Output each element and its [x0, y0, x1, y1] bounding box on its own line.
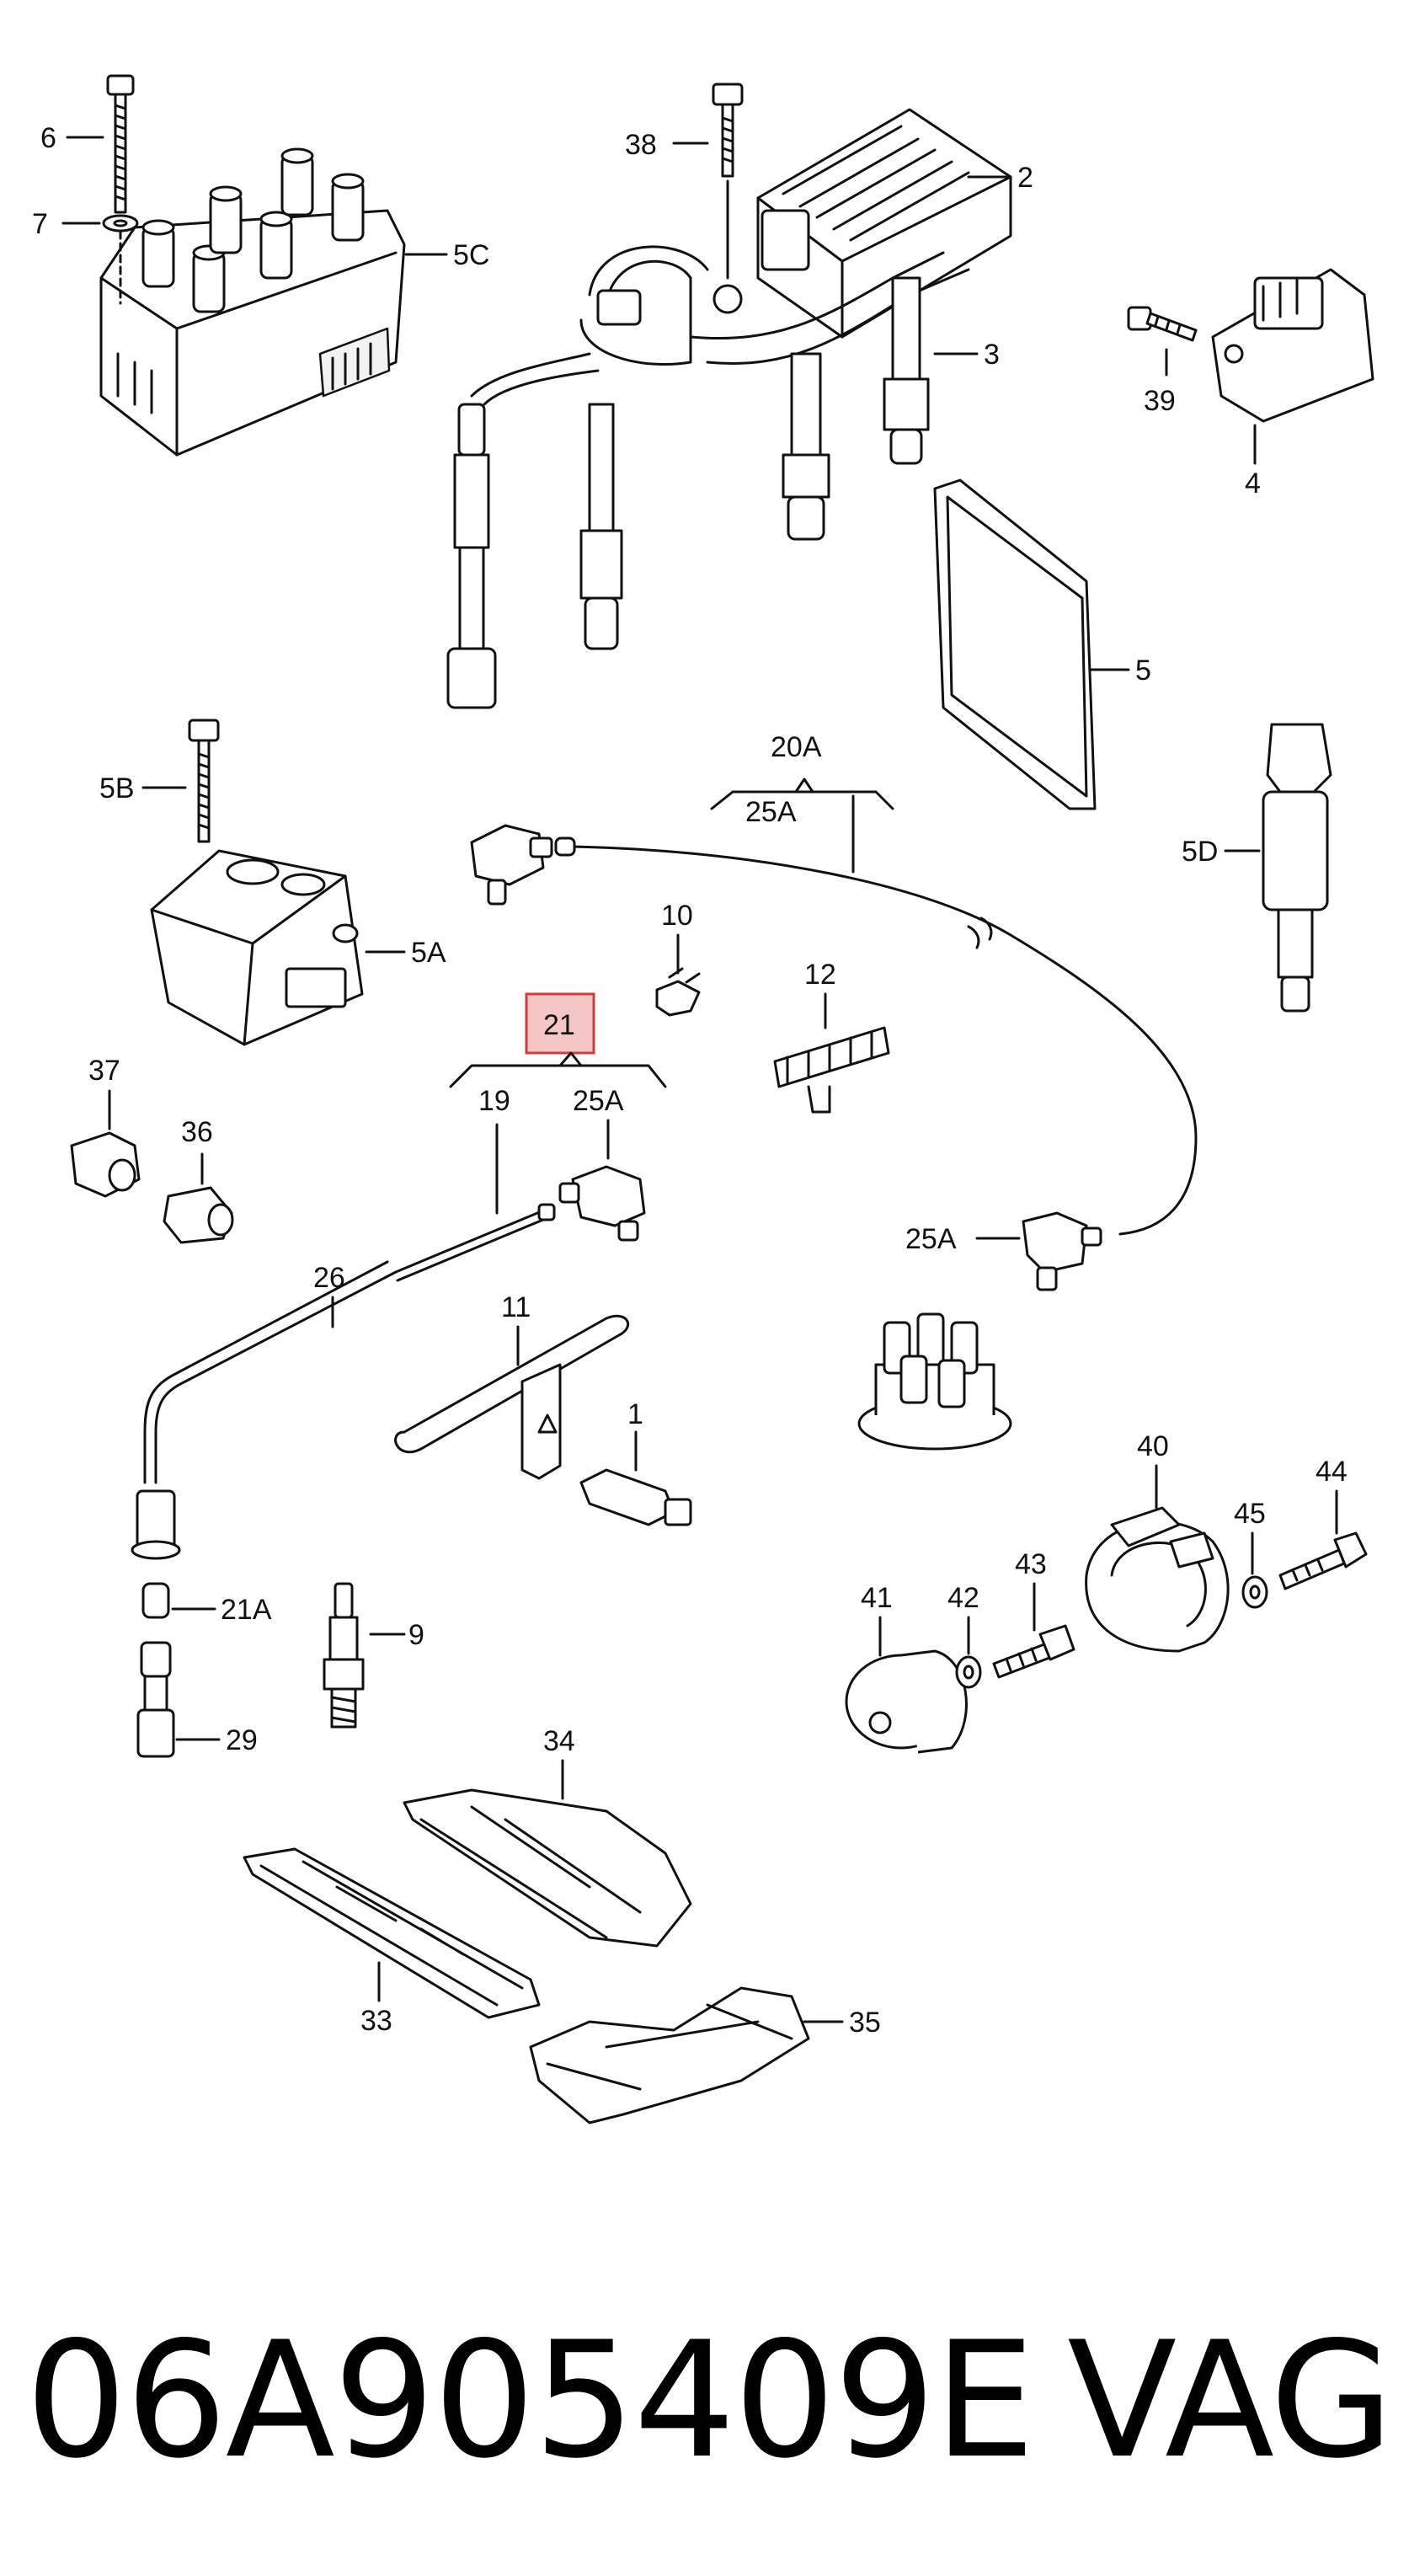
washer-42 — [955, 1655, 982, 1689]
bolt-38 — [712, 83, 744, 314]
callout-37: 37 — [88, 1055, 120, 1087]
coil-pack-5c — [99, 147, 406, 457]
clip-10 — [655, 967, 701, 1017]
sensor-1 — [579, 1468, 692, 1526]
stick-coil-5d — [1262, 723, 1332, 1013]
bolt-43 — [992, 1624, 1075, 1679]
callout-25a-top: 25A — [745, 796, 797, 828]
ignition-leads-3 — [446, 245, 970, 709]
callout-21a: 21A — [221, 1594, 272, 1626]
damper-41 — [845, 1649, 968, 1754]
callout-9: 9 — [408, 1619, 424, 1651]
callout-40: 40 — [1137, 1430, 1169, 1462]
callout-25a-right: 25A — [905, 1223, 957, 1255]
callout-36: 36 — [181, 1116, 213, 1148]
callout-3: 3 — [984, 339, 1000, 371]
callout-21: 21 — [543, 1009, 575, 1041]
callout-5: 5 — [1135, 655, 1151, 687]
bracket-20a — [710, 790, 894, 810]
bolt-6 — [102, 74, 139, 305]
ignition-parts-diagram: 6 7 5C 38 2 3 39 4 5 5B 5A 20A 25A 5D 10… — [32, 74, 1374, 2124]
bracket-21 — [449, 1064, 667, 1088]
callout-29: 29 — [226, 1724, 258, 1756]
grommet-37 — [70, 1131, 141, 1198]
cover-34 — [403, 1788, 692, 1948]
distributor-cap — [857, 1312, 1012, 1451]
callout-7: 7 — [32, 208, 48, 240]
connector-25a-mid — [558, 1165, 646, 1242]
callout-10: 10 — [661, 900, 693, 932]
cover-33 — [243, 1847, 541, 2019]
lead-19 — [394, 1203, 556, 1282]
cover-35 — [529, 1986, 810, 2124]
callout-5c: 5C — [453, 239, 489, 271]
clamp-40 — [1085, 1506, 1230, 1653]
callout-20a: 20A — [771, 731, 822, 763]
gasket-5 — [933, 478, 1097, 810]
sensor-4 — [1211, 268, 1374, 423]
bolt-5b — [188, 719, 220, 843]
callout-5a: 5A — [411, 937, 446, 969]
callout-1: 1 — [627, 1398, 643, 1430]
callout-25a-mid: 25A — [573, 1085, 624, 1117]
callout-6: 6 — [40, 122, 56, 154]
callout-38: 38 — [625, 129, 657, 161]
bracket-11 — [394, 1314, 630, 1480]
callout-5d: 5D — [1182, 836, 1218, 868]
washer-45 — [1241, 1575, 1268, 1609]
connector-12 — [773, 1026, 890, 1114]
callout-26: 26 — [313, 1262, 345, 1294]
callout-19: 19 — [478, 1085, 510, 1117]
clip-21a — [141, 1582, 170, 1619]
callout-33: 33 — [360, 2005, 392, 2037]
callout-35: 35 — [849, 2007, 881, 2039]
bolt-44 — [1278, 1531, 1368, 1590]
cap-36 — [163, 1186, 234, 1244]
ignition-module-2 — [756, 108, 1012, 339]
cable-26 — [131, 1260, 398, 1560]
boot-29 — [136, 1641, 175, 1758]
callout-42: 42 — [947, 1582, 979, 1614]
part-number: 06A905409E — [25, 2307, 1035, 2493]
brand-name: VAG — [1067, 2307, 1394, 2493]
callout-4: 4 — [1245, 468, 1261, 500]
callout-11: 11 — [501, 1291, 531, 1323]
lead-20a — [470, 824, 1198, 1291]
bolt-39 — [1127, 306, 1198, 342]
spark-plug-9 — [323, 1582, 365, 1729]
callout-41: 41 — [861, 1582, 893, 1614]
callout-44: 44 — [1316, 1456, 1348, 1488]
callout-2: 2 — [1017, 162, 1033, 194]
callout-21-highlight — [525, 992, 595, 1055]
callout-12: 12 — [804, 959, 836, 991]
coil-5a — [150, 849, 364, 1046]
callout-45: 45 — [1234, 1498, 1266, 1530]
callout-43: 43 — [1015, 1548, 1047, 1580]
callout-34: 34 — [543, 1725, 575, 1757]
callout-39: 39 — [1144, 385, 1176, 417]
callout-5b: 5B — [99, 772, 135, 804]
